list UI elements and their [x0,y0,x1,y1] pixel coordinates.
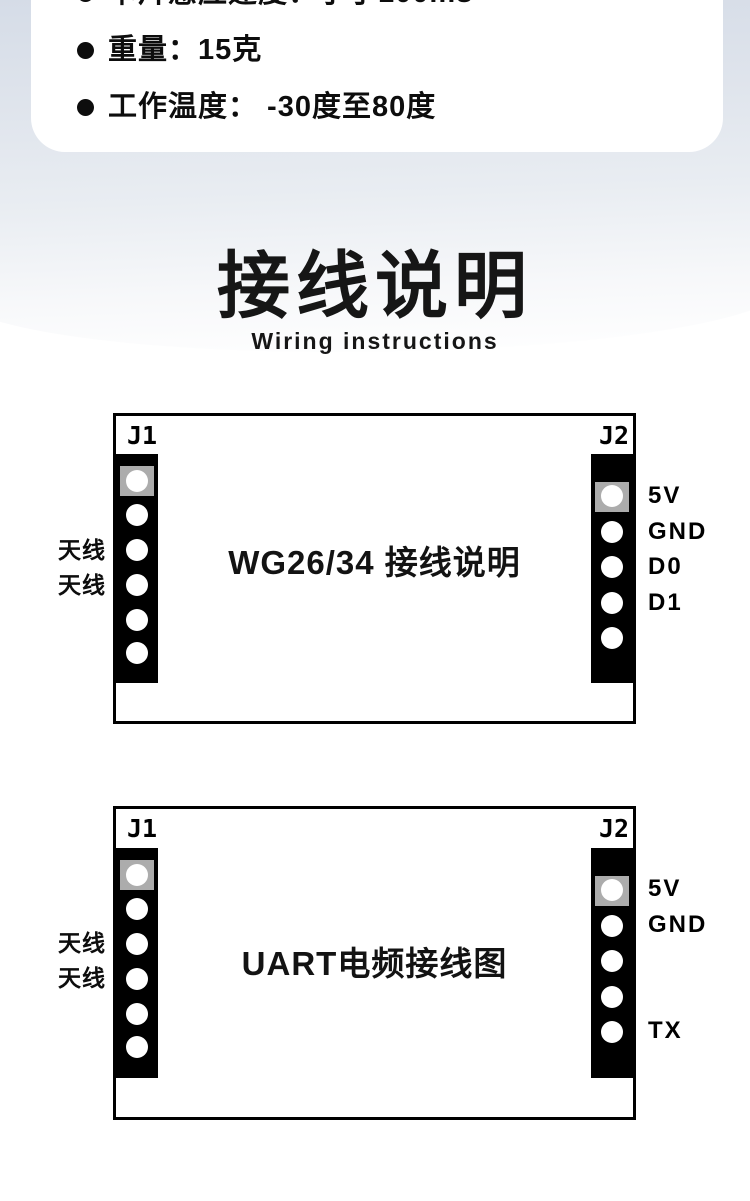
j2-connector [591,454,633,683]
pin-hole [601,915,623,937]
antenna-label: 天线 [58,537,106,563]
bullet-icon [77,41,94,59]
j2-pin-label-gnd: GND [648,518,708,545]
section-heading: 接线说明 Wiring instructions [0,246,750,354]
j2-pin-label-gnd: GND [648,911,708,938]
pin-hole [601,879,623,901]
page-subtitle: Wiring instructions [251,328,499,354]
j1-connector-label: J1 [127,421,158,450]
pin-hole [601,950,623,972]
pin-hole [601,592,623,614]
diagram-title: WG26/34 接线说明 [228,544,521,581]
pin-hole [126,574,148,596]
spec-item-label: 卡片感应速度：小于100ms [108,0,473,10]
pin-hole [601,521,623,543]
pin-hole [126,968,148,990]
page-title: 接线说明 [217,246,533,327]
spec-item-temperature: 工作温度： -30度至80度 [77,90,436,124]
pin-hole [126,642,148,664]
j1-connector [116,848,158,1078]
uart-wiring-diagram: J1 J2 天线 天线 5V GND TX UART电频接线图 [0,806,750,1126]
pin-hole [601,1021,623,1043]
pin-hole [126,470,148,492]
spec-item-sensing-speed: 卡片感应速度：小于100ms [77,0,473,10]
pin-hole [126,1036,148,1058]
pin-hole [126,864,148,886]
pin-hole [126,898,148,920]
wg26-34-wiring-diagram: J1 J2 天线 天线 5V GND D0 D1 WG26/34 接线说明 [0,413,750,730]
pin-hole [601,986,623,1008]
pin-hole [126,1003,148,1025]
pin-hole [126,933,148,955]
j2-pin-label-d0: D0 [648,553,683,580]
j2-pin-label-tx: TX [648,1017,683,1044]
j1-connector-label: J1 [127,814,158,843]
spec-item-label: 工作温度： -30度至80度 [108,91,437,123]
j2-connector [591,848,633,1078]
module-outline [113,806,636,1120]
j2-pin-label-5v: 5V [648,482,682,509]
bullet-icon [77,0,94,2]
bullet-icon [77,98,94,116]
j2-pin-label-d1: D1 [648,589,683,616]
diagram-title: UART电频接线图 [241,945,508,982]
pin-hole [126,609,148,631]
pin-hole [601,627,623,649]
spec-item-label: 重量：15克 [108,34,263,66]
spec-item-weight: 重量：15克 [77,33,262,67]
pin-hole [126,539,148,561]
j2-connector-label: J2 [599,814,630,843]
antenna-label: 天线 [58,930,106,956]
pin-hole [601,485,623,507]
j2-pin-label-5v: 5V [648,875,682,902]
antenna-label: 天线 [58,965,106,991]
j1-connector [116,454,158,683]
module-outline [113,413,636,724]
j2-connector-label: J2 [599,421,630,450]
pin-hole [126,504,148,526]
antenna-label: 天线 [58,572,106,598]
pin-hole [601,556,623,578]
spec-card: 卡片感应速度：小于100ms 重量：15克 工作温度： -30度至80度 [31,0,723,152]
